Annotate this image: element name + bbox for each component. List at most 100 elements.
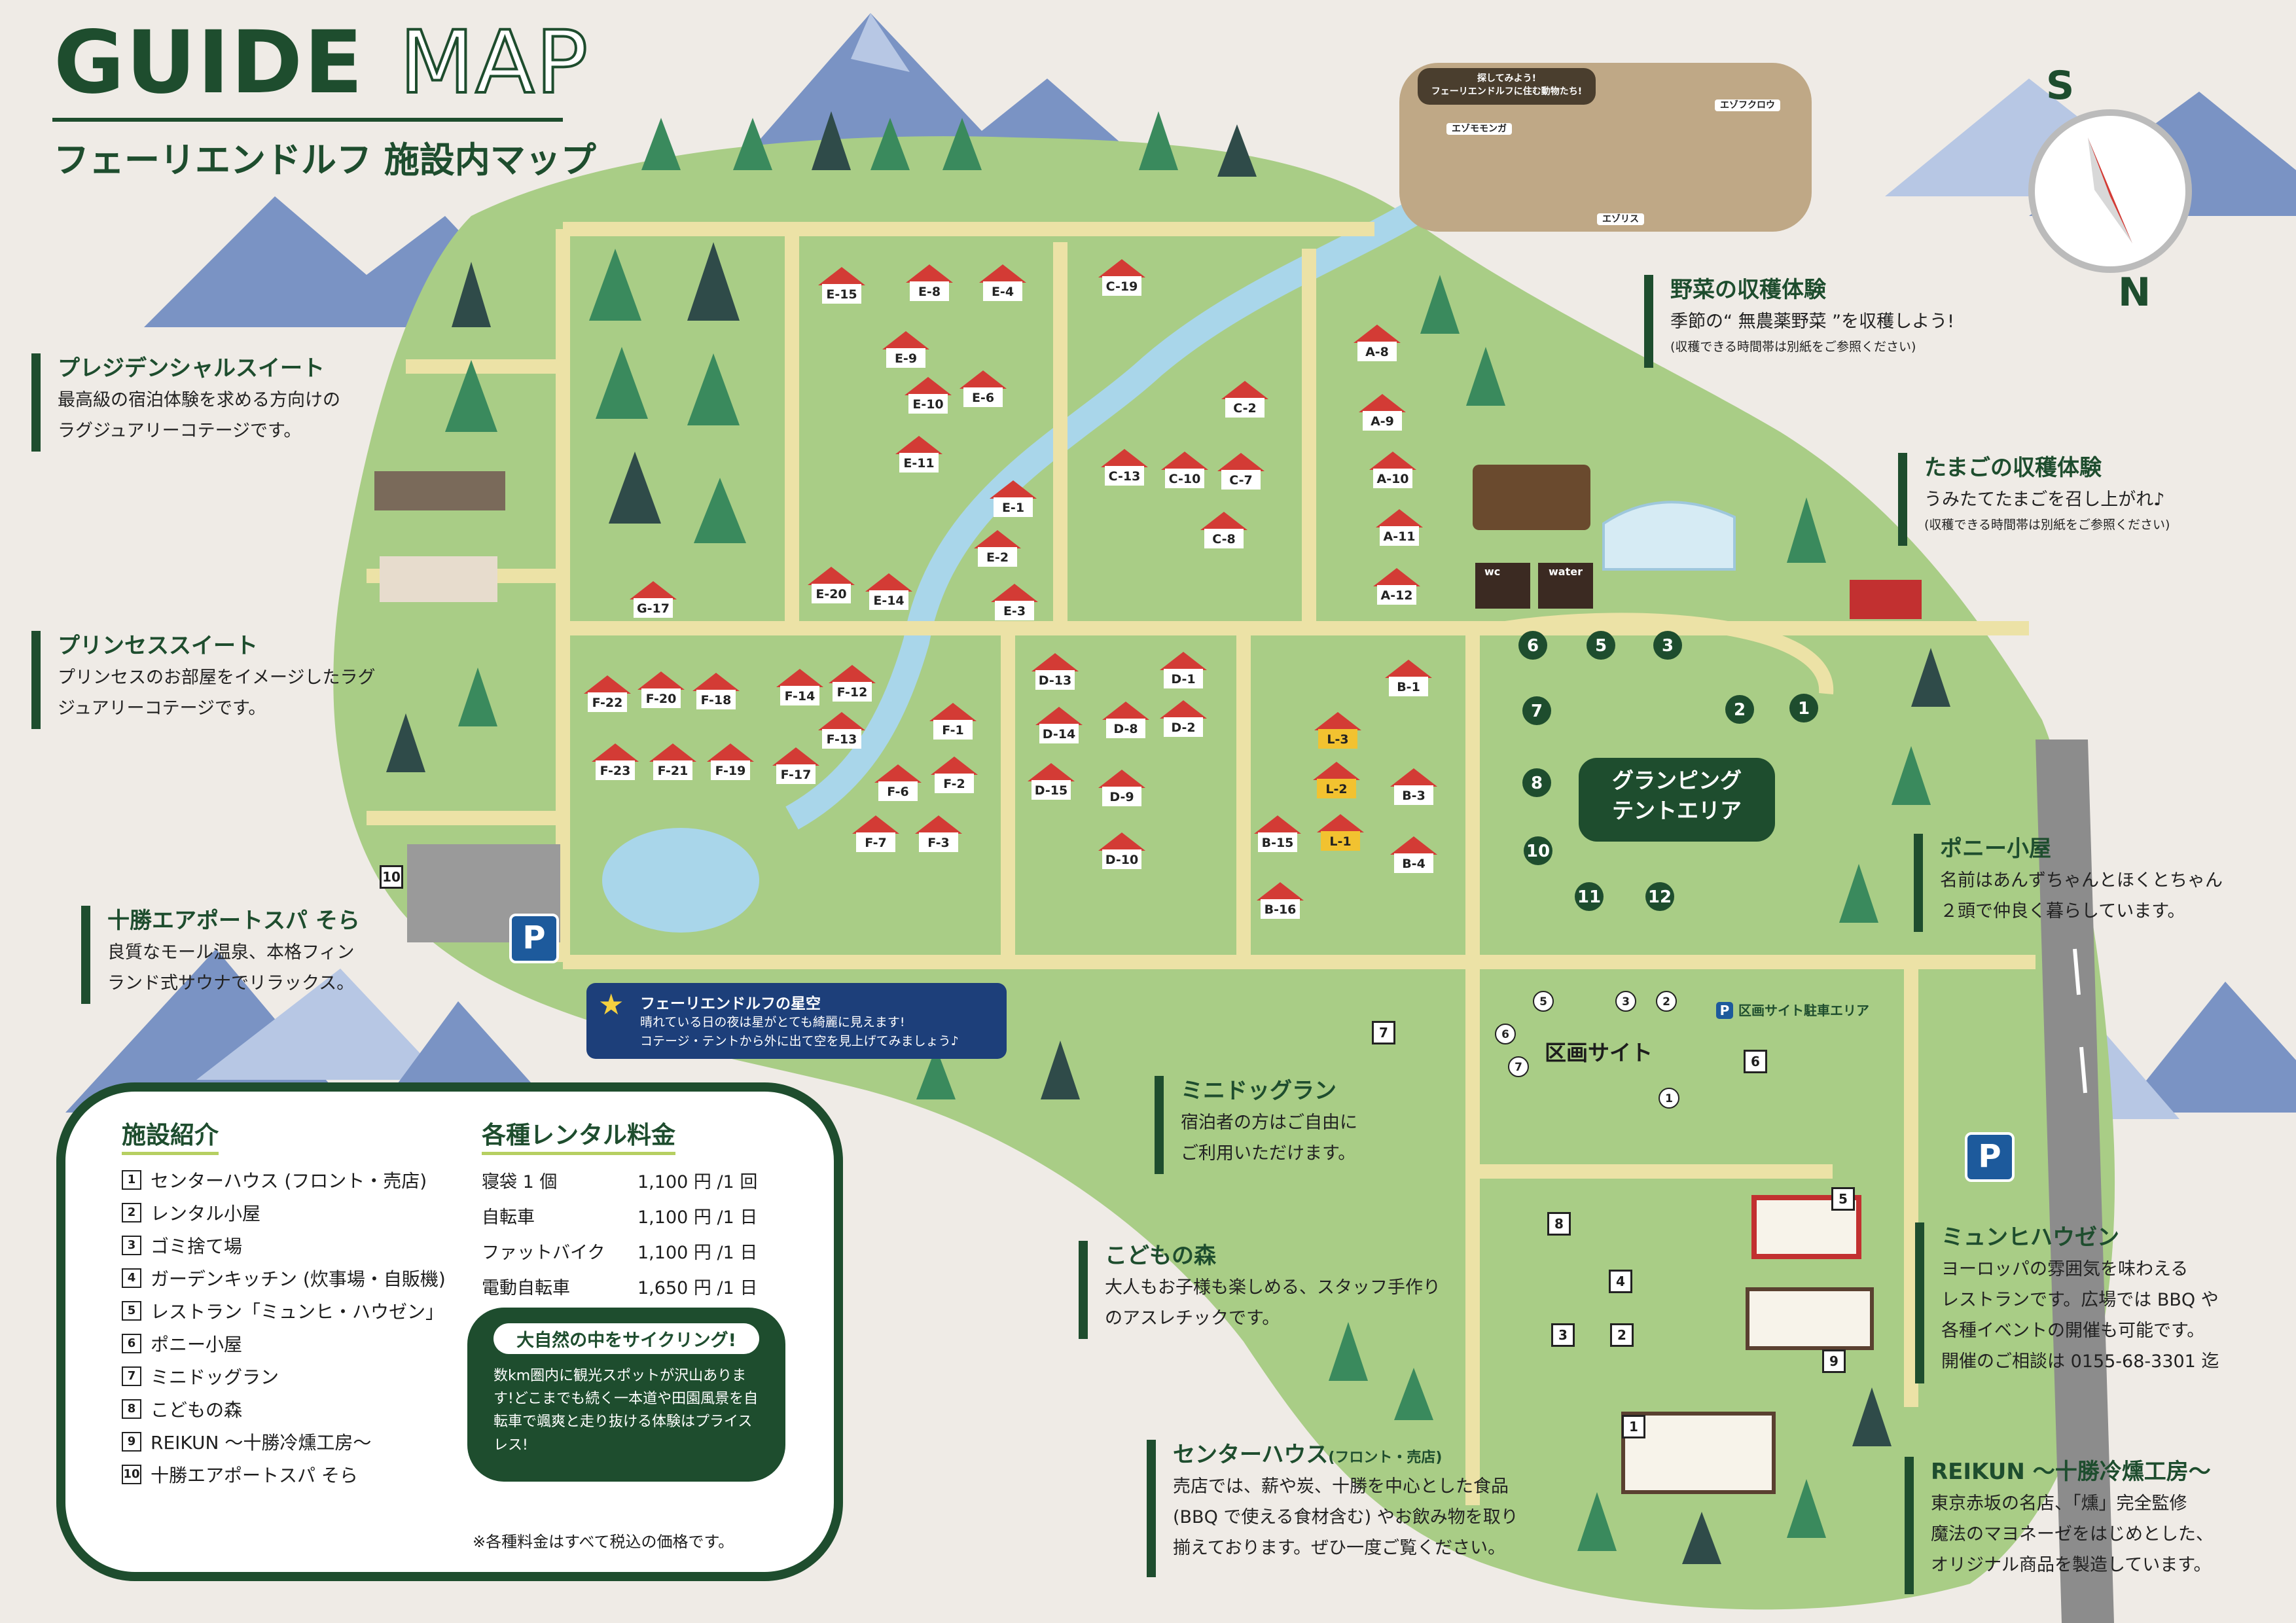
- cottage-label: C-10: [1169, 472, 1201, 486]
- legend-facility-number: 7: [122, 1366, 141, 1386]
- cottage: E-1: [990, 480, 1037, 517]
- kukaku-site-marker: [1615, 991, 1636, 1012]
- cottage-roof: [829, 665, 876, 683]
- cottage: F-17: [772, 747, 819, 784]
- cottage-roof: [1101, 449, 1148, 467]
- vegetable-note: (収穫できる時間帯は別紙をご参照ください): [1670, 339, 1916, 354]
- facility-marker-7: 7: [1372, 1021, 1395, 1044]
- cottage-body: [1031, 780, 1071, 800]
- cottage-roof: [905, 377, 952, 395]
- cottage-body: [908, 394, 948, 414]
- kodomo-desc: 大人もお子様も楽しめる、スタッフ手作り のアスレチックです。: [1105, 1277, 1441, 1329]
- legend-facility-label: レストラン「ミュンヒ・ハウゼン」: [151, 1301, 444, 1323]
- cottage-label: D-8: [1113, 722, 1138, 736]
- cottage-label: F-21: [658, 764, 689, 778]
- cottage: F-20: [637, 671, 685, 708]
- facility-marker-4: 4: [1609, 1270, 1632, 1293]
- glamping-site-marker: [1645, 882, 1674, 911]
- kukaku-site-marker: [1508, 1056, 1529, 1077]
- cottage-body: [910, 281, 949, 301]
- cottage: C-8: [1200, 512, 1247, 548]
- munchen-title: ミュンヒハウゼン: [1941, 1224, 2119, 1251]
- cottage-body: [1389, 677, 1428, 696]
- cottage-roof: [1221, 381, 1268, 399]
- pony-title: ポニー小屋: [1940, 836, 2051, 862]
- greenhouse: [1602, 501, 1736, 571]
- cottage-label: D-1: [1171, 672, 1195, 687]
- vegetable-desc: 季節の“ 無農薬野菜 ”を収穫しよう!: [1670, 311, 1954, 332]
- cottage-label: B-1: [1397, 680, 1420, 694]
- cottage-body: [1394, 785, 1433, 805]
- cottage: F-12: [829, 665, 876, 702]
- cottage-body: [933, 720, 973, 740]
- cottage-label: F-18: [701, 693, 732, 707]
- center-desc: 売店では、薪や炭、十勝を中心とした食品 (BBQ で使える食材含む) やお飲み物…: [1173, 1476, 1518, 1559]
- cottage: B-1: [1385, 660, 1432, 696]
- cottage-roof: [931, 757, 978, 775]
- reikun-building: [1746, 1287, 1874, 1350]
- cottage: B-3: [1390, 768, 1437, 805]
- rental-price: 1,100 円 /1 日: [637, 1243, 758, 1263]
- rental-item: 自転車: [482, 1207, 535, 1228]
- cottage-roof: [979, 264, 1026, 283]
- cottage-label: F-17: [781, 768, 812, 782]
- cottage-roof: [1314, 712, 1361, 730]
- animal-momonga-label: エゾモモンガ: [1446, 123, 1512, 135]
- kodomo-title: こどもの森: [1105, 1243, 1216, 1269]
- cottage-body: [711, 760, 750, 780]
- callout-princess: プリンセススイート プリンセスのお部屋をイメージしたラグ ジュアリーコテージです…: [31, 631, 424, 729]
- cycling-panel: 大自然の中をサイクリング! 数km圏内に観光スポットが沢山あります!どこまでも続…: [467, 1308, 785, 1482]
- legend-facility-number: 3: [122, 1236, 141, 1255]
- cottage-body: [1258, 832, 1297, 852]
- cottage-roof: [1098, 770, 1145, 788]
- cottage-body: [1318, 729, 1357, 749]
- parking-spa-icon: P: [509, 914, 559, 963]
- compass-north-label: N: [2118, 270, 2151, 315]
- legend-facility-number: 6: [122, 1334, 141, 1353]
- callout-egg: たまごの収穫体験 うみたてたまごを召し上がれ♪ (収穫できる時間帯は別紙をご参照…: [1898, 453, 2291, 546]
- cottage-roof: [1354, 325, 1401, 343]
- water-label: water: [1549, 565, 1583, 578]
- cottage-roof: [1390, 768, 1437, 787]
- kukaku-site-number: 6: [1501, 1028, 1509, 1041]
- cottage-label: F-7: [865, 836, 887, 850]
- presidential-title: プレジデンシャルスイート: [58, 355, 325, 382]
- cottage-roof: [906, 264, 953, 283]
- glamping-site-number: 11: [1577, 887, 1601, 907]
- cottage-roof: [1200, 512, 1247, 530]
- glamping-site-number: 6: [1527, 636, 1539, 656]
- cottage-label: F-14: [785, 689, 816, 704]
- cottage-label: A-9: [1371, 414, 1394, 429]
- glamping-site-marker: [1653, 631, 1682, 660]
- egg-barn: [1850, 580, 1922, 619]
- kukaku-site-marker: [1495, 1024, 1516, 1044]
- cottage-label: E-20: [816, 587, 846, 601]
- vegetable-field: [1473, 465, 1590, 530]
- legend-facility-label: センターハウス (フロント・売店): [151, 1170, 427, 1192]
- cottage-roof: [584, 675, 631, 694]
- facility-marker-3: 3: [1551, 1323, 1575, 1347]
- cottage-roof: [818, 712, 865, 730]
- cottage-body: [1165, 469, 1204, 488]
- presidential-house: [374, 471, 505, 510]
- cottage-label: L-1: [1329, 834, 1351, 849]
- cottage-label: D-2: [1171, 721, 1195, 735]
- cottage-body: [1105, 466, 1144, 486]
- cottage-body: [869, 590, 908, 610]
- cottage-roof: [1098, 259, 1145, 277]
- legend-facilities-title: 施設紹介: [122, 1115, 219, 1155]
- cottage-label: L-2: [1325, 782, 1347, 796]
- legend-facility-number: 1: [122, 1170, 141, 1190]
- cottage-label: E-9: [895, 351, 917, 366]
- kukaku-site-number: 2: [1662, 995, 1670, 1008]
- cottage-body: [1204, 529, 1244, 548]
- hoshizora-desc: 晴れている日の夜は星がとても綺麗に見えます! コテージ・テントから外に出て空を見…: [640, 1015, 959, 1049]
